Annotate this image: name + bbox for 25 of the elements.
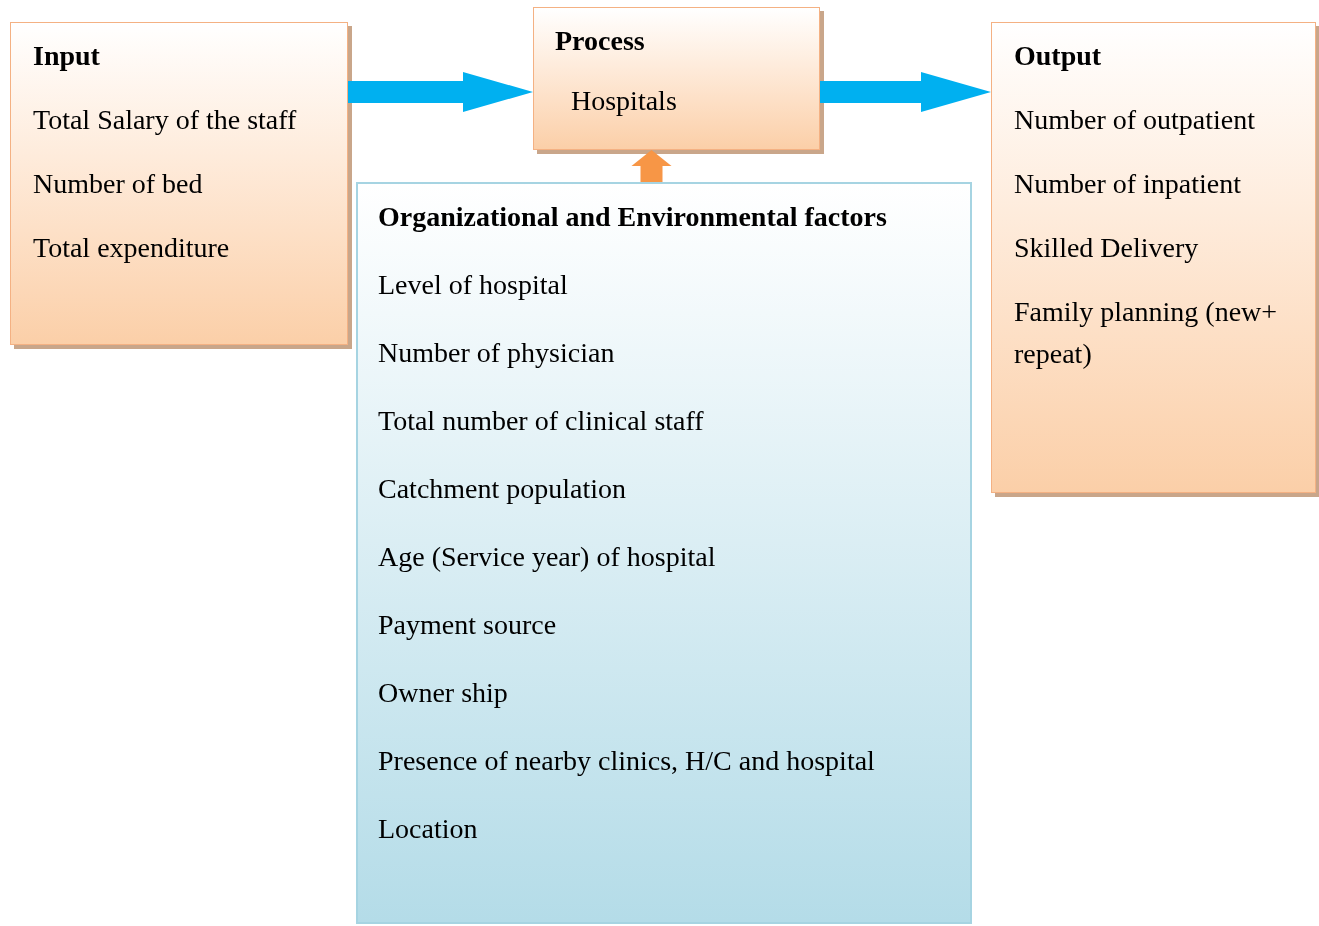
list-item: Payment source [378, 608, 558, 642]
list-item: Location [378, 812, 479, 846]
process-box [356, 182, 972, 924]
box-heading: Output [1014, 39, 1103, 73]
box-heading: Input [33, 39, 101, 73]
list-item: Catchment population [378, 472, 628, 506]
list-item: Presence of nearby clinics, H/C and hospital [378, 744, 876, 778]
list-item: Number of physician [378, 336, 616, 370]
list-item: Skilled Delivery [1014, 231, 1200, 265]
list-item: Age (Service year) of hospital [378, 540, 717, 574]
list-item: Total expenditure [33, 231, 231, 265]
arrow [820, 72, 991, 112]
list-item: Level of hospital [378, 268, 569, 302]
list-item: Total Salary of the staff [33, 103, 298, 137]
arrow [348, 72, 533, 112]
list-item: Owner ship [378, 676, 509, 710]
list-item: Number of outpatient [1014, 103, 1257, 137]
list-item: Hospitals [570, 84, 678, 118]
box-heading: Process [555, 24, 646, 58]
box-heading: Organizational and Environmental factors [378, 200, 888, 234]
list-item: Number of inpatient [1014, 167, 1243, 201]
arrow [631, 150, 672, 182]
list-item: Number of bed [33, 167, 204, 201]
list-item: Family planning (new+ repeat) [1014, 295, 1279, 371]
list-item: Total number of clinical staff [378, 404, 705, 438]
